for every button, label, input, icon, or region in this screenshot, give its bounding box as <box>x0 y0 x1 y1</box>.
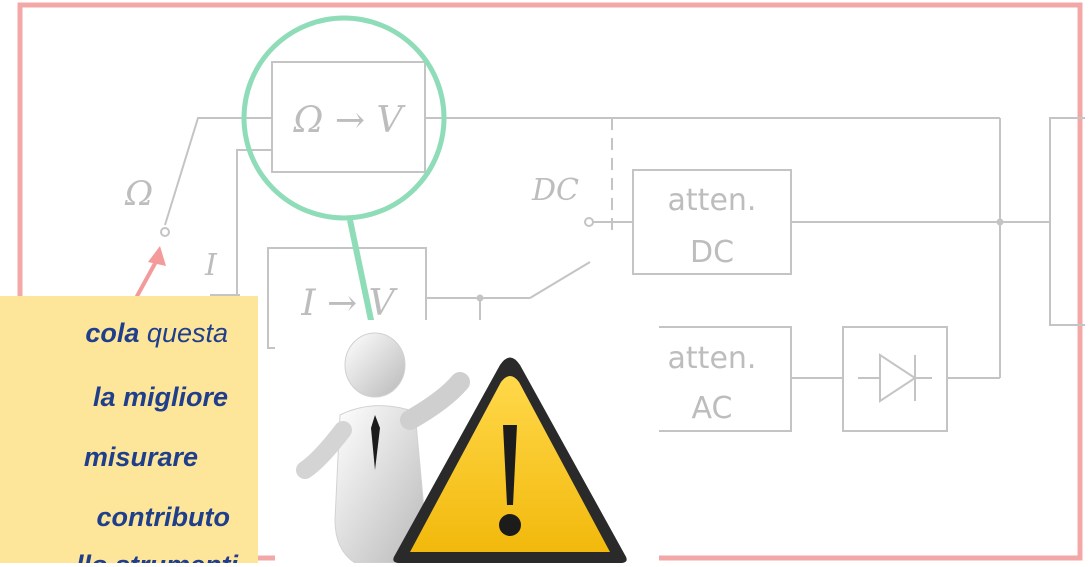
atten-dc-label-line2: DC <box>690 235 734 270</box>
pointer-arrow-head <box>148 246 166 266</box>
note-callout: cola questa la migliore misurare contrib… <box>0 296 258 563</box>
block-i-to-v-label: I → V <box>300 283 398 324</box>
switch-label-ohm: Ω <box>124 174 153 214</box>
switch-contact-ohm <box>160 227 170 237</box>
note-line: cola questa <box>85 318 228 348</box>
switch-contact-dc <box>584 217 594 227</box>
note-line: misurare <box>83 442 198 472</box>
junction-dot <box>996 218 1004 226</box>
switch-label-current: I <box>204 248 218 283</box>
switch-label-dc: DC <box>531 173 579 208</box>
highlight-circle <box>241 15 447 221</box>
note-line: llo strumenti <box>76 552 238 564</box>
warning-triangle-icon <box>393 357 627 563</box>
atten-ac-label-line2: AC <box>692 391 733 426</box>
highlight-connector <box>347 219 375 326</box>
person-figure <box>296 332 470 564</box>
atten-dc-label-line1: atten. <box>668 183 757 218</box>
block-ohm-to-v-label: Ω → V <box>293 100 407 141</box>
atten-ac-label-line1: atten. <box>668 341 757 376</box>
junction-dot <box>476 294 484 302</box>
warning-illustration <box>275 320 659 564</box>
note-line: contributo <box>96 502 230 532</box>
note-line: la migliore <box>92 382 228 412</box>
